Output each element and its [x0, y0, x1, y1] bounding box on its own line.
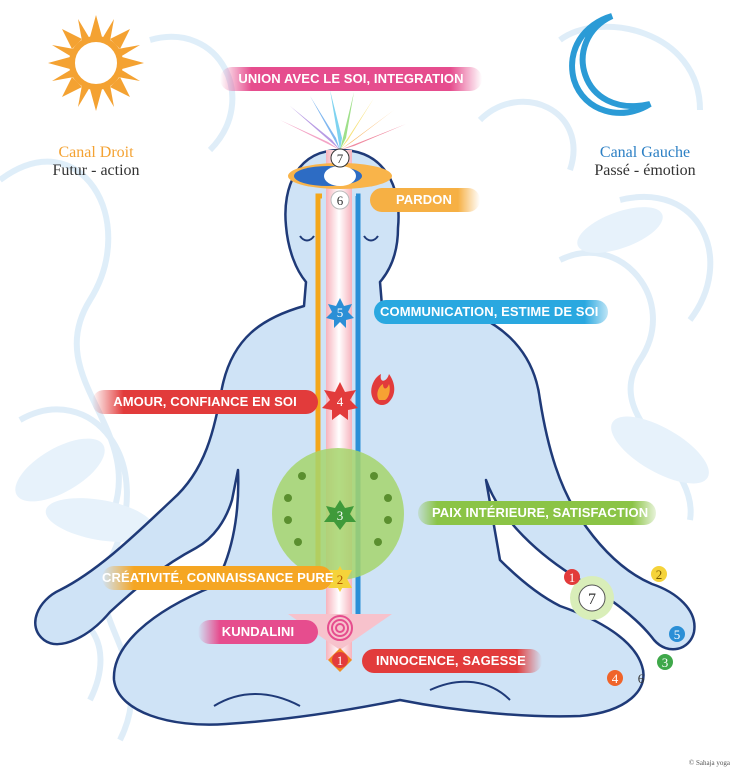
- label-paix: PAIX INTÉRIEURE, SATISFACTION: [418, 501, 656, 525]
- label-communication: COMMUNICATION, ESTIME DE SOI: [374, 300, 608, 324]
- canal-droit-title: Canal Droit: [58, 144, 134, 161]
- chakra-7-number: 7: [337, 151, 344, 166]
- label-kundalini: KUNDALINI: [198, 620, 318, 644]
- canal-gauche-subtitle: Passé - émotion: [594, 162, 696, 179]
- hand-6: 6: [638, 671, 645, 686]
- chakra-4-number: 4: [337, 394, 344, 409]
- hand-4: 4: [612, 671, 619, 686]
- label-pardon: PARDON: [370, 188, 480, 212]
- chakra-3-number: 3: [337, 508, 344, 523]
- label-union: UNION AVEC LE SOI, INTEGRATION: [220, 67, 482, 91]
- chakra-markers: 7 6 5 4 3 2 1: [322, 148, 358, 672]
- sun-icon: [48, 15, 144, 111]
- spiral-icon: [327, 615, 353, 641]
- moon-icon: [569, 13, 652, 116]
- canal-droit: Canal Droit Futur - action: [22, 144, 170, 180]
- canal-droit-subtitle: Futur - action: [52, 162, 140, 179]
- hand-2: 2: [656, 567, 663, 582]
- chakra-2-marker: [328, 566, 352, 592]
- chakra-5-number: 5: [337, 305, 344, 320]
- hand-5: 5: [674, 627, 681, 642]
- hand-3: 3: [662, 655, 669, 670]
- hand-chakras: 1 2 7 5 3 4 6: [564, 566, 685, 686]
- chakra-3-marker: [324, 500, 356, 530]
- chakra-2-number: 2: [337, 572, 344, 587]
- chakra-7-marker: [330, 148, 350, 168]
- chakra-1-marker: [328, 648, 352, 672]
- label-creativite: CRÉATIVITÉ, CONNAISSANCE PURE: [102, 566, 334, 590]
- chakra-4-marker: [322, 382, 358, 420]
- background-petals: [15, 207, 709, 542]
- hand-1: 1: [569, 570, 576, 585]
- chakra-5-marker: [326, 298, 354, 328]
- canal-gauche: Canal Gauche Passé - émotion: [570, 144, 720, 180]
- label-innocence: INNOCENCE, SAGESSE: [362, 649, 542, 673]
- hand-7: 7: [588, 591, 596, 608]
- flame-icon: [371, 374, 395, 405]
- copyright-text: © Sahaja yoga: [688, 759, 730, 767]
- lotus-crown: [280, 90, 406, 150]
- meditating-figure: [34, 148, 696, 726]
- label-amour: AMOUR, CONFIANCE EN SOI: [92, 390, 318, 414]
- chakra-6-marker: [330, 190, 350, 210]
- canal-gauche-title: Canal Gauche: [599, 144, 691, 161]
- chakra-6-number: 6: [337, 193, 344, 208]
- sahasrara-halo: [288, 163, 392, 189]
- chakra-1-number: 1: [337, 653, 344, 668]
